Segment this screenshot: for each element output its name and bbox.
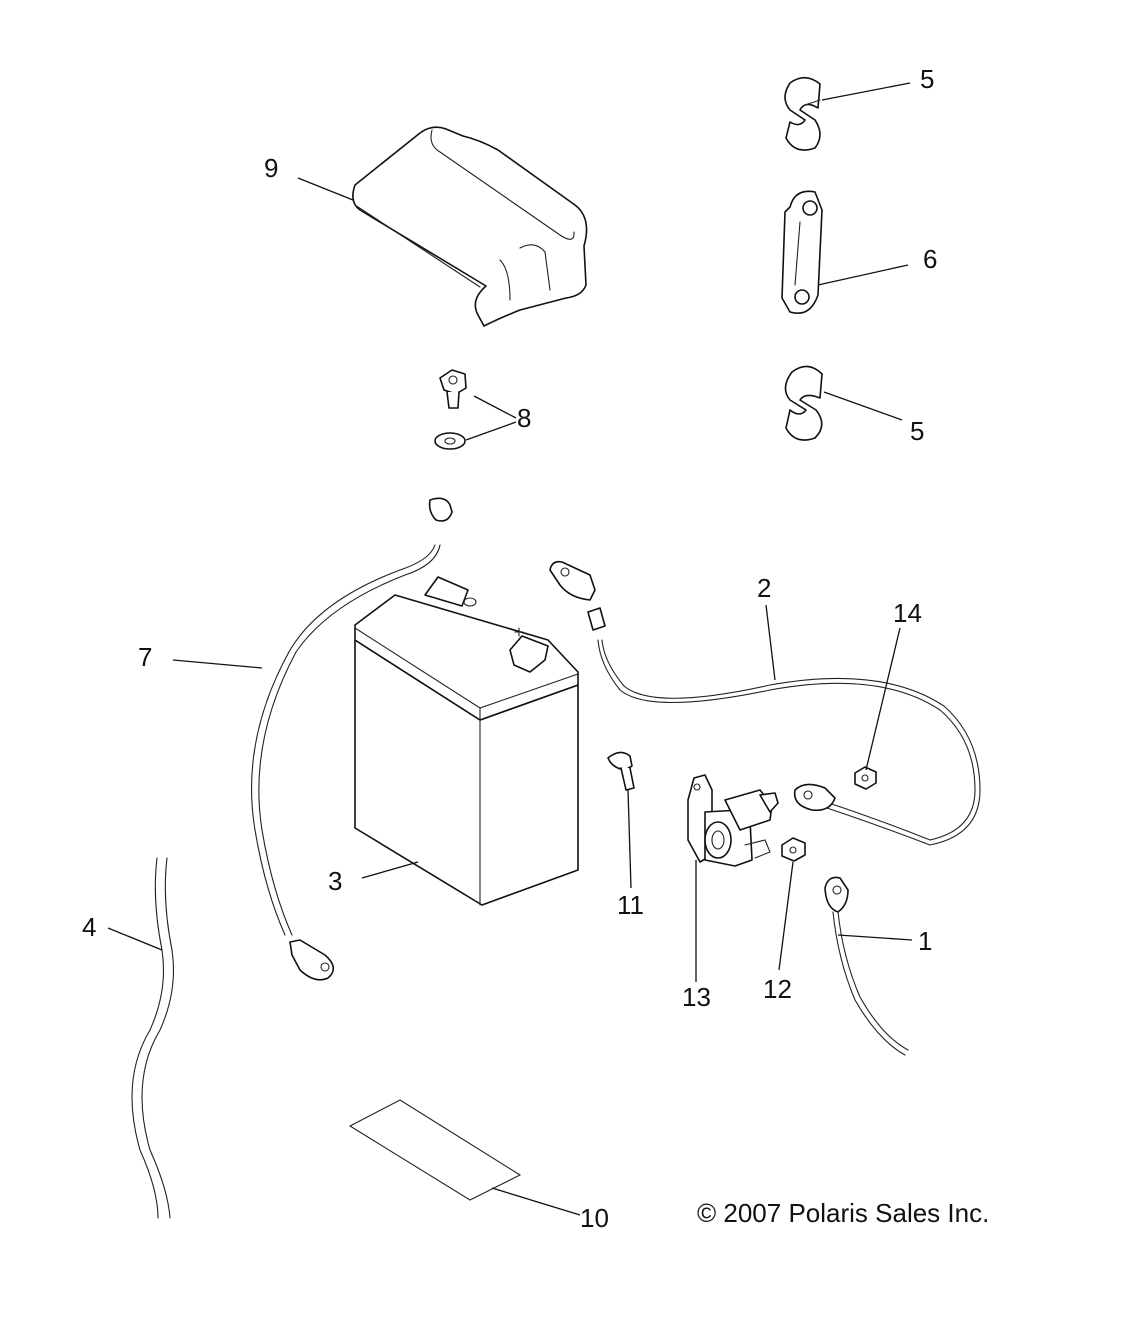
callout-3: 3 [328, 866, 342, 896]
cable-seven [251, 497, 453, 981]
callout-11: 11 [617, 890, 644, 920]
callout-5-top: 5 [920, 64, 934, 94]
copyright-notice: © 2007 Polaris Sales Inc. [697, 1198, 989, 1228]
callout-1: 1 [918, 926, 932, 956]
decal [348, 1099, 522, 1201]
callout-13: 13 [682, 982, 711, 1012]
callout-7: 7 [138, 642, 152, 672]
callout-5-bottom: 5 [910, 416, 924, 446]
battery [354, 576, 579, 906]
callout-10: 10 [580, 1203, 609, 1233]
link-bar [781, 190, 823, 314]
callout-2: 2 [757, 573, 771, 603]
clip-top [784, 76, 821, 151]
nut-fourteen [854, 766, 877, 790]
cable-one [824, 876, 909, 1056]
callout-labels: 5 6 5 9 8 7 2 14 3 4 11 13 12 1 10 [82, 64, 937, 1233]
battery-cover [352, 126, 588, 327]
screw-eleven [607, 751, 635, 791]
callout-9: 9 [264, 153, 278, 183]
cable-two [549, 560, 981, 846]
callout-12: 12 [763, 974, 792, 1004]
leader-lines [107, 82, 913, 1216]
callout-14: 14 [893, 598, 922, 628]
solenoid [687, 774, 779, 867]
nut-twelve [781, 837, 806, 862]
bolt-and-washer [434, 369, 467, 450]
callout-8: 8 [517, 403, 531, 433]
callout-4: 4 [82, 912, 96, 942]
clip-bottom [784, 365, 823, 441]
callout-6: 6 [923, 244, 937, 274]
cable-four [131, 857, 174, 1219]
